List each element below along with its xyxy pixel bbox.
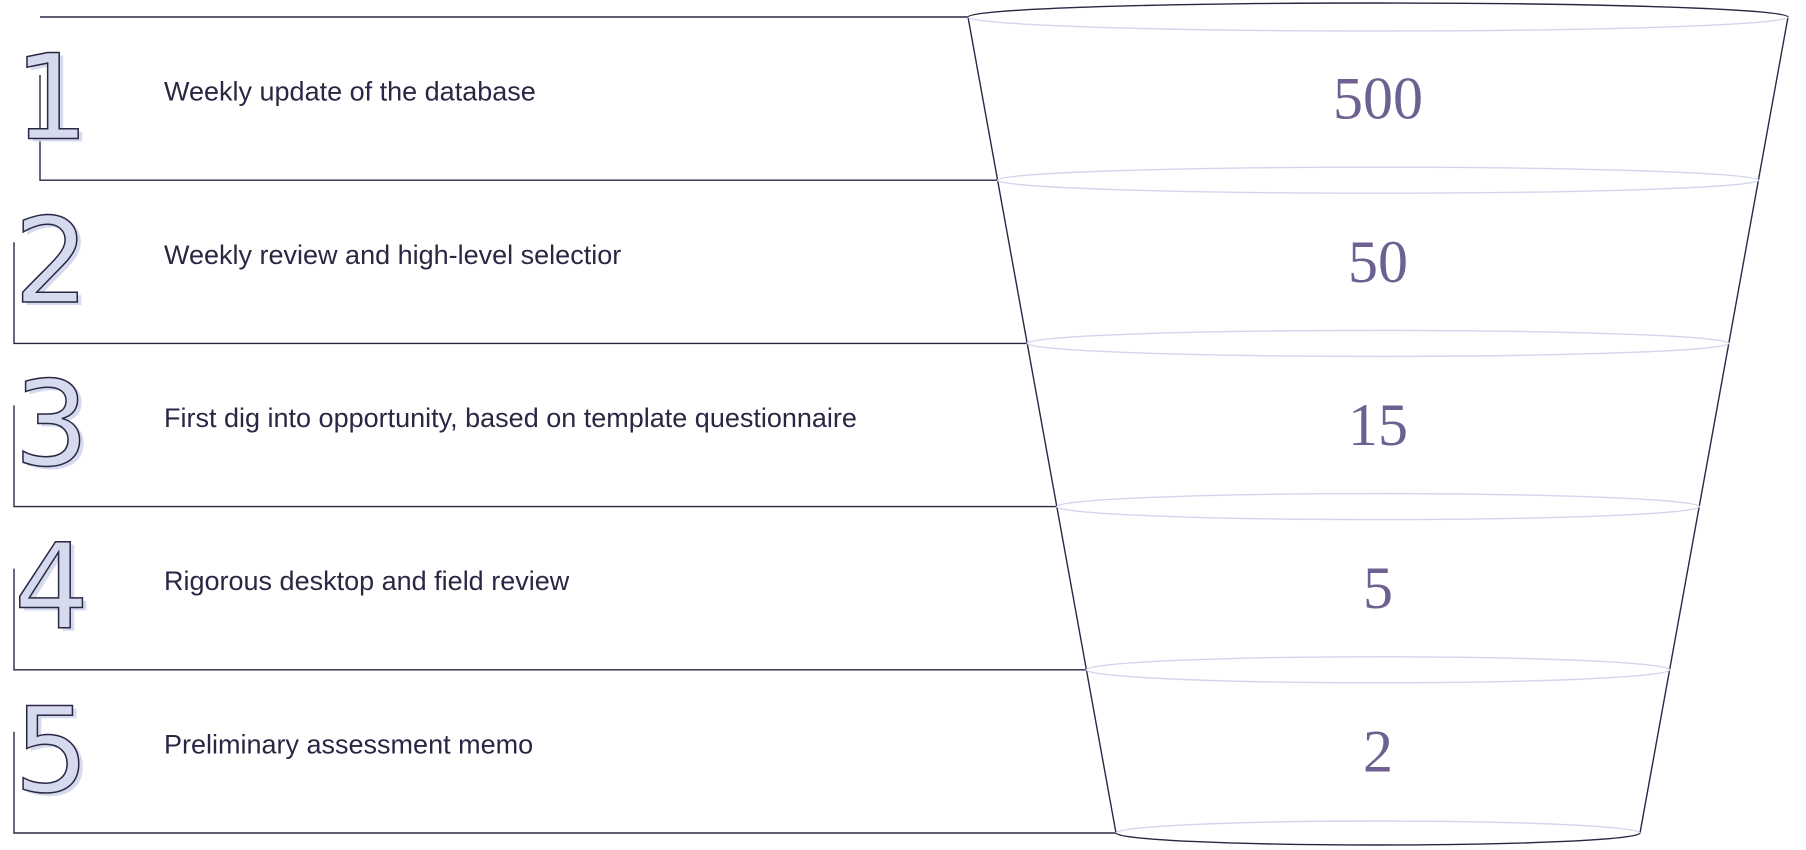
funnel-shape <box>967 2 1789 846</box>
stage-count-1: 500 <box>1333 66 1423 132</box>
stage-frame-4 <box>13 568 1087 671</box>
stage-number-3: 3 <box>14 355 89 493</box>
stage-number-1: 1 <box>14 29 89 167</box>
stage-number-shadow-1: 1 <box>18 32 93 170</box>
stage-count-4: 5 <box>1363 555 1393 621</box>
stage-label-3: First dig into opportunity, based on tem… <box>164 403 857 433</box>
stage-number-shadow-3: 3 <box>18 358 93 496</box>
stage-number-5: 5 <box>14 681 89 819</box>
stage-count-3: 15 <box>1348 392 1408 458</box>
stage-count-5: 2 <box>1363 718 1393 784</box>
funnel-bottom-rim-back <box>1115 820 1641 834</box>
stage-count-2: 50 <box>1348 229 1408 295</box>
funnel-ring-3 <box>1056 492 1700 521</box>
stage-number-shadow-4: 4 <box>18 521 93 659</box>
stage-number-shadow-2: 2 <box>18 195 93 333</box>
funnel-bottom-rim-front <box>1115 832 1641 846</box>
funnel-ring-4 <box>1085 656 1671 684</box>
funnel-ring-2 <box>1026 329 1730 358</box>
stage-frame-3 <box>13 405 1057 508</box>
funnel-right-wall <box>1639 16 1789 834</box>
stage-frame-5 <box>13 731 1116 834</box>
funnel-top-rim-back <box>967 2 1789 18</box>
stage-frame-1 <box>39 75 998 181</box>
stage-label-5: Preliminary assessment memo <box>164 729 533 759</box>
stage-label-4: Rigorous desktop and field review <box>164 566 570 596</box>
stage-number-2: 2 <box>14 192 89 330</box>
stage-label-2: Weekly review and high-level selectior <box>164 240 621 270</box>
stage-frames <box>13 16 1116 834</box>
stage-label-1: Weekly update of the database <box>164 77 536 107</box>
stage-number-shadow-5: 5 <box>18 684 93 822</box>
funnel-top-rim-front <box>967 16 1789 32</box>
funnel-ring-1 <box>996 166 1760 194</box>
funnel-left-wall <box>967 16 1117 834</box>
stage-frame-2 <box>13 242 1028 345</box>
stage-number-4: 4 <box>14 518 89 656</box>
